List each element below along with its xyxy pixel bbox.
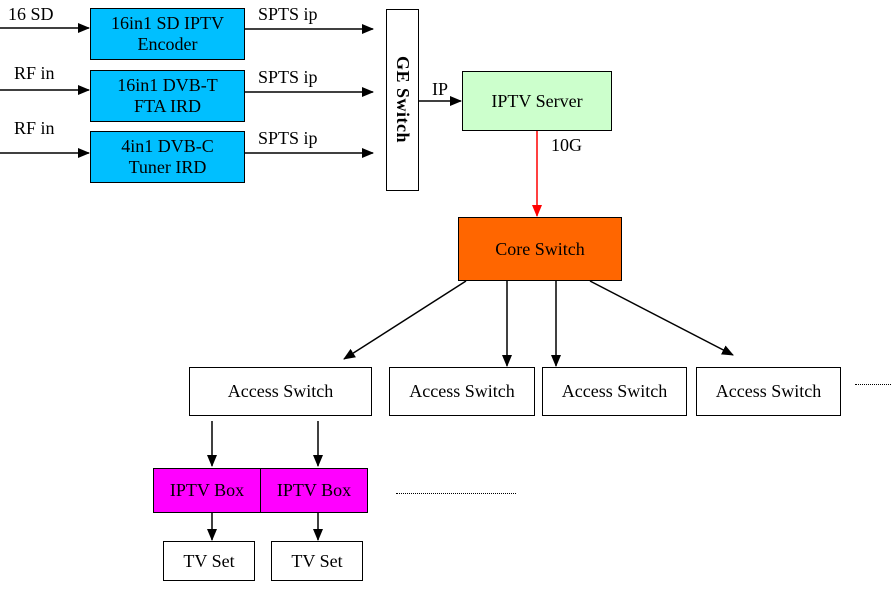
- access-switch-3-label: Access Switch: [561, 381, 668, 401]
- core-to-access-1: [343, 280, 467, 360]
- iptv-box-2: IPTV Box: [260, 468, 368, 513]
- sd-iptv-encoder-line2: Encoder: [137, 34, 198, 54]
- spts-label-3: SPTS ip: [258, 128, 318, 148]
- access-switch-1-label: Access Switch: [227, 381, 334, 401]
- core-switch-label: Core Switch: [495, 238, 585, 259]
- input-label-sd: 16 SD: [8, 4, 54, 24]
- tv-set-2-label: TV Set: [291, 550, 343, 571]
- dvbc-tuner-ird-line1: 4in1 DVB-C: [121, 136, 214, 156]
- tv-set-1: TV Set: [163, 541, 255, 581]
- iptv-box-2-label: IPTV Box: [276, 480, 352, 500]
- dvbc-tuner-ird-line2: Tuner IRD: [128, 157, 207, 177]
- core-switch: Core Switch: [458, 217, 622, 281]
- access-switch-2-label: Access Switch: [409, 381, 515, 401]
- spts-label-1: SPTS ip: [258, 4, 318, 24]
- ge-switch: GE Switch: [386, 9, 419, 191]
- more-access-switches-dots: [855, 384, 891, 385]
- iptv-box-1-label: IPTV Box: [169, 480, 245, 500]
- sd-iptv-encoder: 16in1 SD IPTV Encoder: [90, 8, 245, 60]
- core-to-access-4: [589, 280, 734, 356]
- input-label-rf1: RF in: [14, 63, 55, 83]
- access-switch-4: Access Switch: [696, 367, 841, 416]
- dvbc-tuner-ird: 4in1 DVB-C Tuner IRD: [90, 131, 245, 183]
- input-label-rf2: RF in: [14, 118, 55, 138]
- access-switch-3: Access Switch: [542, 367, 687, 416]
- access-switch-2: Access Switch: [389, 367, 535, 416]
- tv-set-2: TV Set: [271, 541, 363, 581]
- tv-set-1-label: TV Set: [183, 550, 235, 571]
- dvbt-fta-ird-line2: FTA IRD: [133, 96, 202, 116]
- iptv-box-1: IPTV Box: [153, 468, 261, 513]
- ip-label: IP: [432, 79, 449, 99]
- dvbt-fta-ird: 16in1 DVB-T FTA IRD: [90, 70, 245, 122]
- ten-g-label: 10G: [551, 135, 582, 155]
- sd-iptv-encoder-line1: 16in1 SD IPTV: [110, 13, 224, 33]
- access-switch-1: Access Switch: [189, 367, 372, 416]
- dvbt-fta-ird-line1: 16in1 DVB-T: [117, 75, 218, 95]
- iptv-server-label: IPTV Server: [491, 90, 583, 111]
- more-iptv-boxes-dots: [396, 493, 516, 494]
- access-switch-4-label: Access Switch: [715, 381, 822, 401]
- iptv-server: IPTV Server: [462, 71, 612, 131]
- ge-switch-label: GE Switch: [393, 56, 413, 144]
- spts-label-2: SPTS ip: [258, 67, 318, 87]
